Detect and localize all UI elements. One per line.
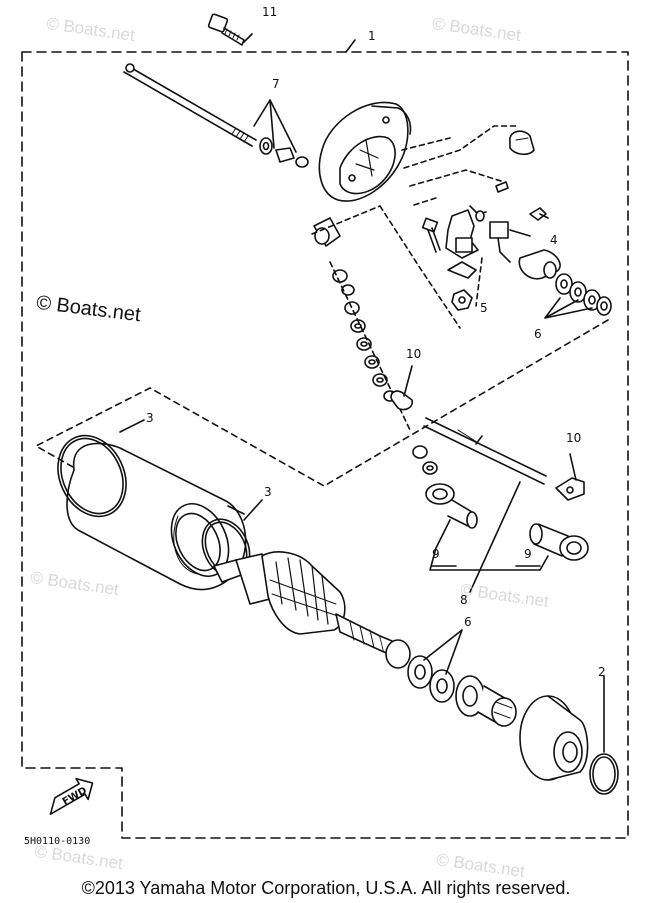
callout-7: 7 [272, 77, 280, 91]
washers-6-lower [385, 639, 455, 703]
brush-holder-5 [445, 205, 487, 279]
callout-2: 2 [598, 665, 606, 679]
callout-8: 8 [460, 593, 468, 607]
fwd-arrow-icon [49, 777, 94, 815]
o-ring-2 [589, 753, 619, 795]
screw-5 [421, 217, 441, 253]
nut-5 [451, 289, 473, 311]
o-ring-3a [57, 434, 127, 518]
washers-7 [259, 137, 309, 168]
rear-cover [318, 101, 412, 202]
callout-6: 6 [464, 615, 472, 629]
terminal-10-lower [555, 453, 585, 501]
front-bracket [519, 695, 589, 781]
terminal-10-upper [390, 365, 414, 411]
bearing [455, 675, 517, 727]
bushing-washers-6 [518, 249, 612, 316]
armature [213, 551, 405, 661]
screw [529, 207, 549, 221]
copyright-notice: ©2013 Yamaha Motor Corporation, U.S.A. A… [81, 878, 571, 898]
assembly-dashed-frame [21, 51, 629, 839]
callout-10: 10 [566, 431, 582, 445]
callout-4: 4 [550, 233, 558, 247]
nuts-stud [412, 445, 438, 475]
eye-fitting-9b [529, 523, 589, 561]
pin [495, 181, 509, 193]
terminal-stud [423, 417, 547, 485]
callout-3: 3 [146, 411, 154, 425]
callout-1: 1 [368, 29, 376, 43]
part-code: 5H0110-0130 [24, 836, 91, 847]
brush-4 [489, 221, 511, 263]
callout-10: 10 [406, 347, 422, 361]
callout-11: 11 [262, 5, 278, 19]
callout-6: 6 [534, 327, 542, 341]
callout-5: 5 [480, 301, 488, 315]
brush-clip [509, 130, 535, 156]
callout-3: 3 [264, 485, 272, 499]
callout-9: 9 [432, 547, 440, 561]
bolt-11 [207, 13, 253, 46]
callout-9: 9 [524, 547, 532, 561]
eye-fitting-9a [425, 483, 478, 529]
through-bolt [123, 63, 257, 147]
rubber-grommet [313, 217, 341, 247]
